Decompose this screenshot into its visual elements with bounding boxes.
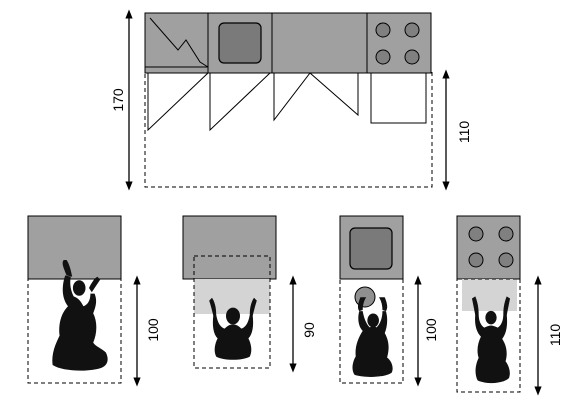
depth-dimension-110-plan: 110 [442,69,472,191]
counter-module-2 [271,12,368,74]
oven-door [370,72,427,124]
door-swing [147,72,209,132]
depth-label-170: 170 [110,88,126,112]
burner [404,22,420,38]
burner [468,226,484,242]
depth-label: 90 [301,322,317,338]
position-counter-work: 100 [27,215,161,387]
burner [498,252,514,268]
burner [375,49,391,65]
counter-block [27,215,122,280]
burner [375,22,391,38]
position-stove-work: 110 [456,215,563,396]
burner [468,252,484,268]
position-cabinet-access: 90 [182,215,317,373]
burner [498,226,514,242]
door-swing [209,72,271,132]
counter-module-1 [144,12,209,74]
clearance-zone [193,255,271,369]
plan-clearance-zone [144,71,433,188]
access-zone [462,279,517,311]
burner [404,49,420,65]
sink-module [207,12,273,74]
sink-person-silhouette [352,297,393,377]
sink-basin [218,22,262,64]
door-swing [273,72,359,122]
clearance-zone [339,278,404,384]
depth-label-110-plan: 110 [456,121,472,144]
stove-block [456,215,521,280]
kitchen-plan: 170 110 [110,9,472,191]
sink-basin [349,227,393,270]
depth-label: 100 [423,318,439,342]
stove-module [366,12,432,74]
pot [354,286,376,308]
position-sink-work: 100 [339,215,439,387]
counter-block [182,215,277,280]
depth-label: 110 [547,324,563,347]
depth-dimension-170: 170 [110,9,133,191]
clearance-zone [456,278,521,393]
depth-label: 100 [145,318,161,342]
door-swings [147,72,427,132]
